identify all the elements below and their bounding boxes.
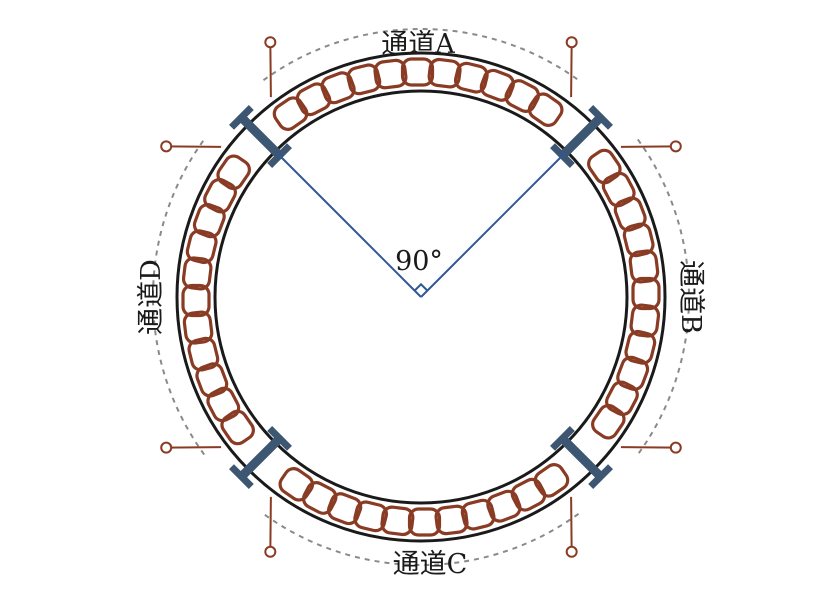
ring-segment [400, 57, 435, 87]
ring-segment [479, 68, 515, 102]
clamp-bar [557, 433, 606, 482]
ring-segment [380, 505, 415, 537]
right-angle-marker [413, 282, 429, 292]
ring-segment [206, 386, 241, 423]
ring-segment [346, 63, 382, 96]
lead-terminal [264, 545, 277, 558]
ring-segment [629, 303, 661, 338]
lead-terminal [160, 441, 173, 454]
inner-ring [213, 89, 629, 505]
radius-line-left [276, 152, 422, 298]
ring-segment [185, 229, 218, 265]
right-angle-indicator [276, 152, 566, 298]
ring-segment [327, 492, 363, 526]
ring-segment [434, 504, 469, 536]
ring-segment [353, 500, 389, 533]
ring-segment [460, 498, 496, 531]
ring-segment [613, 196, 647, 232]
ring-segment [453, 61, 489, 94]
ring-segment [373, 58, 408, 90]
outer-ring [175, 51, 667, 543]
clamp-cap [267, 426, 292, 451]
ring-segment [624, 329, 657, 365]
lead-terminal [669, 140, 682, 153]
radius-line-right [420, 152, 566, 298]
lead-wire [620, 446, 676, 449]
ring-segment [527, 92, 564, 127]
clamp-cap [229, 464, 254, 489]
ring-segment [181, 283, 211, 318]
ring-segment [187, 336, 220, 372]
lead-wire [269, 496, 272, 552]
lead-wire [570, 496, 573, 552]
ring-segment [295, 82, 332, 117]
ring-segment [510, 477, 547, 512]
lead-terminal [160, 140, 173, 153]
ring-segment [182, 310, 214, 345]
lead-terminal [565, 36, 578, 49]
clamp-cap [588, 464, 613, 489]
ring-segment [195, 362, 229, 398]
ring-segment [192, 203, 226, 239]
channel-d-label: 通道D [136, 259, 167, 335]
ring-segment [533, 463, 570, 498]
ring-segment [631, 276, 661, 311]
ring-segment [272, 96, 309, 131]
lead-terminal [669, 441, 682, 454]
ring-segment [220, 409, 255, 446]
ring-segment [203, 177, 237, 214]
clamp-bar [236, 112, 285, 161]
ring-segment [591, 403, 626, 440]
ring-segment [407, 507, 442, 537]
ring-segment [320, 71, 356, 105]
ring-segment [486, 489, 522, 523]
ring-segment [587, 148, 622, 185]
ring-segment [301, 481, 338, 515]
ring-segment [278, 467, 315, 502]
lead-wire [166, 145, 222, 148]
clamp-cap [588, 105, 613, 130]
channel-c-label: 通道C [393, 549, 468, 580]
clamp-cap [229, 105, 254, 130]
ring-segment [216, 154, 251, 191]
lead-wire [166, 446, 222, 449]
lead-wire [269, 42, 272, 98]
clamp-leads [160, 36, 682, 558]
ring-segment [181, 256, 213, 291]
ring-segments [181, 57, 661, 537]
channel-b-label: 通道B [675, 260, 706, 334]
lead-terminal [565, 545, 578, 558]
lead-wire [620, 145, 676, 148]
ring-segment [605, 380, 639, 417]
ring-segment [504, 79, 541, 113]
ring-segment [601, 171, 636, 208]
angle-label: 90° [395, 246, 443, 277]
channel-a-label: 通道A [381, 29, 455, 60]
lead-wire [570, 42, 573, 98]
lead-terminal [264, 36, 277, 49]
clamp-bar [236, 433, 285, 482]
ring-segment [622, 222, 655, 258]
clamp-bar [557, 112, 606, 161]
ring-segment [628, 249, 660, 284]
ring-segment [616, 355, 650, 391]
clamp-cap [550, 426, 575, 451]
ring-segment [427, 57, 462, 89]
